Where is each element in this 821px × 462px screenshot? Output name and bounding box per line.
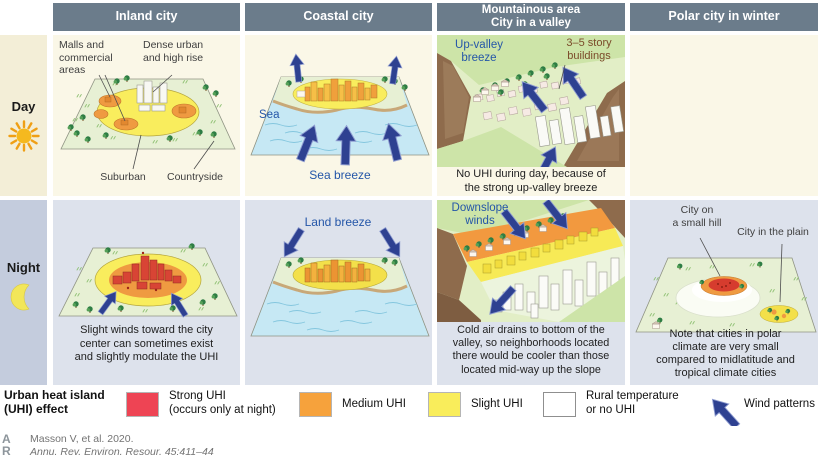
mountain-valley-night-illustration [437, 200, 625, 322]
legend-label-medium-uhi: Medium UHI [342, 398, 406, 410]
legend-swatch-strong-uhi [126, 392, 159, 417]
citation-authors: Masson V, et al. 2020. [30, 433, 134, 445]
label-up-valley-breeze: Up-valley breeze [455, 39, 503, 64]
moon-icon [10, 283, 30, 311]
label-dense-urban: Dense urban and high rise [143, 39, 204, 64]
caption-mountain-night: Cold air drains to bottom of the valley,… [452, 324, 610, 376]
citation-journal: Annu. Rev. Environ. Resour. 45:411–44 [30, 446, 214, 458]
legend-swatch-slight-uhi [428, 392, 461, 417]
legend-label-slight-uhi: Slight UHI [471, 398, 523, 410]
logo-letter-r: R [2, 444, 11, 458]
legend-label-wind-patterns: Wind patterns [744, 398, 815, 410]
label-downslope-winds: Downslope winds [451, 202, 509, 227]
cell-mountain-night: Downslope winds Cold air drains to botto… [437, 200, 625, 385]
wind-arrow-icon [705, 392, 742, 426]
legend-swatch-rural [543, 392, 576, 417]
label-countryside: Countryside [166, 171, 224, 183]
label-3-5-story-buildings: 3–5 story buildings [566, 37, 612, 62]
inland-city-day-illustration [60, 74, 236, 170]
cell-coastal-night: Land breeze [245, 200, 432, 385]
legend-title: Urban heat island (UHI) effect [4, 388, 105, 416]
mountain-valley-day-illustration [437, 35, 625, 167]
cell-inland-day: Malls and commercial areas Dense urban a… [53, 35, 240, 196]
label-city-on-hill: City on a small hill [672, 204, 722, 229]
row-label-day: Day [0, 35, 47, 196]
cell-polar-day [630, 35, 818, 196]
coastal-city-day-illustration [250, 52, 430, 166]
cell-polar-night: City on a small hill City in the plain N… [630, 200, 818, 385]
row-label-night: Night [0, 200, 47, 385]
label-sea-breeze: Sea breeze [309, 168, 371, 182]
label-suburban: Suburban [100, 171, 146, 183]
cell-inland-night: Slight winds toward the city center can … [53, 200, 240, 385]
sun-icon [7, 120, 40, 152]
cell-coastal-day: Sea Sea breeze [245, 35, 432, 196]
header-mountainous-area: Mountainous area City in a valley [437, 3, 625, 31]
coastal-city-night-illustration [250, 224, 430, 337]
inland-city-night-illustration [58, 243, 238, 320]
caption-polar-night: Note that cities in polar climate are ve… [656, 328, 795, 379]
logo-letter-a: A [2, 432, 11, 446]
legend-label-rural: Rural temperature or no UHI [586, 390, 679, 416]
label-city-in-plain: City in the plain [737, 226, 809, 238]
day-label: Day [11, 99, 36, 114]
label-sea: Sea [259, 109, 280, 121]
header-inland-city: Inland city [53, 3, 240, 31]
caption-inland-night: Slight winds toward the city center can … [74, 324, 219, 363]
header-polar-city: Polar city in winter [630, 3, 818, 31]
night-label: Night [6, 260, 41, 275]
legend-swatch-medium-uhi [299, 392, 332, 417]
cell-mountain-day: Up-valley breeze 3–5 story buildings No … [437, 35, 625, 196]
header-coastal-city: Coastal city [245, 3, 432, 31]
label-malls-commercial: Malls and commercial areas [59, 39, 113, 76]
legend-label-strong-uhi: Strong UHI (occurs only at night) [169, 390, 276, 416]
label-land-breeze: Land breeze [304, 215, 372, 229]
annual-reviews-logo: A R [2, 433, 11, 457]
caption-mountain-day: No UHI during day, because of the strong… [456, 168, 606, 194]
polar-city-night-illustration [635, 237, 817, 333]
